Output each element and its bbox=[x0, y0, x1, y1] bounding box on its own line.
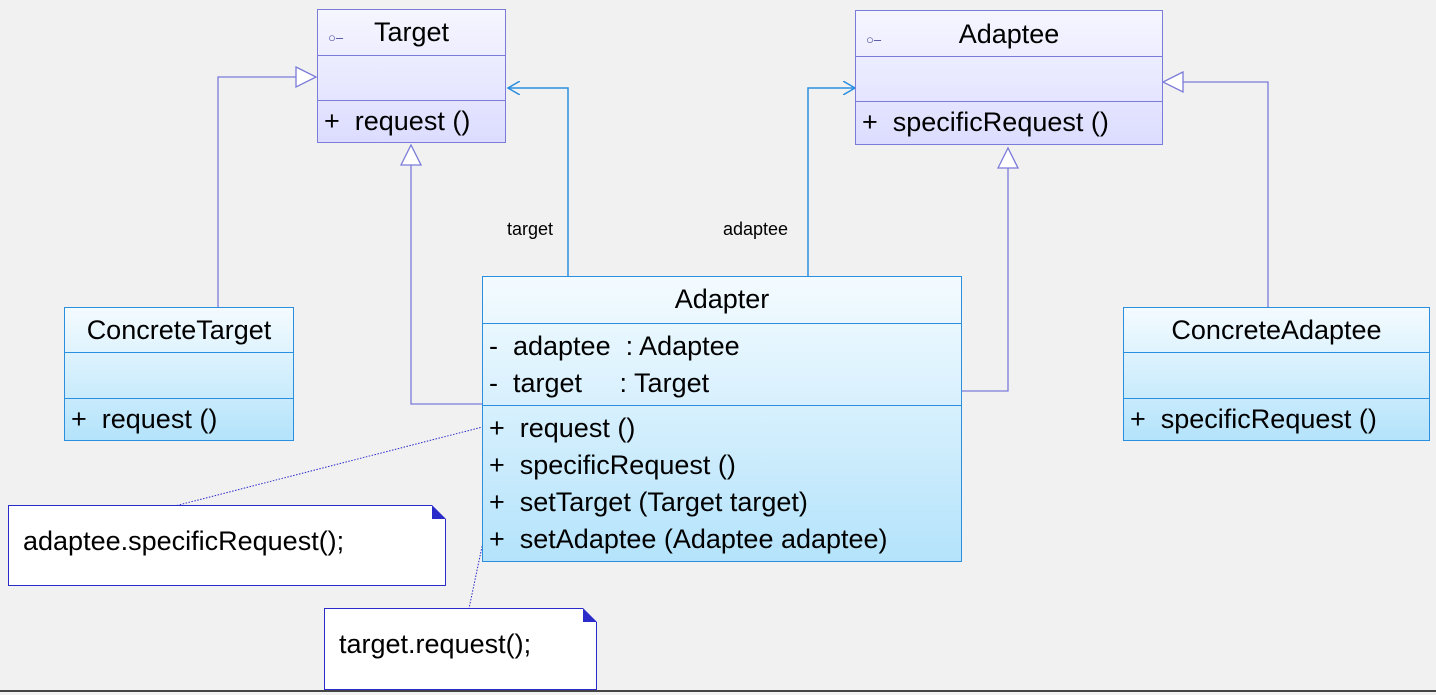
note1-anchor bbox=[162, 422, 499, 510]
association-label-adaptee: adaptee bbox=[723, 219, 789, 239]
class-concreteadaptee-header: ConcreteAdaptee bbox=[1124, 308, 1429, 352]
class-concretetarget-name: ConcreteTarget bbox=[86, 315, 272, 345]
class-adaptee-name: Adaptee bbox=[958, 19, 1060, 49]
class-adapter-operations: + request () + specificRequest () + setT… bbox=[483, 405, 961, 560]
class-adapter-header: Adapter bbox=[483, 277, 961, 323]
interface-icon: ○– bbox=[328, 30, 344, 45]
realization-adapter-adaptee bbox=[962, 168, 1009, 392]
interface-icon: ○– bbox=[866, 32, 882, 47]
class-adaptee-attributes bbox=[856, 56, 1162, 101]
operation: + specificRequest () bbox=[489, 450, 736, 480]
note-fold-icon bbox=[432, 505, 446, 519]
attribute: - target : Target bbox=[489, 368, 710, 398]
class-target[interactable]: ○– Target + request () bbox=[317, 9, 506, 143]
class-adaptee[interactable]: ○– Adaptee + specificRequest () bbox=[855, 10, 1163, 145]
association-label-target: target bbox=[507, 219, 554, 239]
bottom-border bbox=[0, 690, 1436, 692]
note-target-request[interactable]: target.request(); bbox=[324, 608, 597, 690]
class-adapter-attributes: - adaptee : Adaptee - target : Target bbox=[483, 323, 961, 405]
operation: + setAdaptee (Adaptee adaptee) bbox=[489, 524, 888, 554]
class-target-operations: + request () bbox=[318, 100, 505, 142]
class-adaptee-operations: + specificRequest () bbox=[856, 101, 1162, 144]
class-adapter-name: Adapter bbox=[674, 284, 770, 314]
operation: + specificRequest () bbox=[1130, 404, 1377, 434]
realization-head-adapter-adaptee bbox=[996, 146, 1020, 169]
class-concretetarget[interactable]: ConcreteTarget + request () bbox=[64, 307, 294, 441]
class-target-attributes bbox=[318, 55, 505, 100]
attribute: - adaptee : Adaptee bbox=[489, 331, 740, 361]
class-concreteadaptee-operations: + specificRequest () bbox=[1124, 398, 1429, 439]
association-adapter-target bbox=[508, 88, 569, 276]
class-concretetarget-header: ConcreteTarget bbox=[65, 308, 293, 352]
class-adapter[interactable]: Adapter - adaptee : Adaptee - target : T… bbox=[482, 276, 962, 562]
realization-head-concreteadaptee bbox=[1161, 70, 1184, 94]
realization-head-concretetarget bbox=[295, 65, 318, 89]
note-adaptee-specificrequest[interactable]: adaptee.specificRequest(); bbox=[8, 505, 446, 586]
class-concreteadaptee-name: ConcreteAdaptee bbox=[1171, 315, 1382, 345]
operation: + request () bbox=[324, 106, 471, 136]
realization-adapter-target bbox=[410, 165, 483, 405]
realization-concretetarget-target bbox=[217, 76, 296, 307]
note-text: adaptee.specificRequest(); bbox=[23, 526, 345, 556]
operation: + specificRequest () bbox=[862, 107, 1109, 137]
class-concretetarget-attributes bbox=[65, 352, 293, 398]
note-fold-icon bbox=[583, 608, 597, 622]
realization-concreteadaptee-adaptee bbox=[1183, 81, 1269, 307]
class-concreteadaptee-attributes bbox=[1124, 352, 1429, 398]
class-target-header: ○– Target bbox=[318, 10, 505, 55]
note-text: target.request(); bbox=[339, 629, 532, 659]
operation: + setTarget (Target target) bbox=[489, 487, 808, 517]
class-concretetarget-operations: + request () bbox=[65, 398, 293, 439]
realization-head-adapter-target bbox=[399, 143, 423, 166]
class-concreteadaptee[interactable]: ConcreteAdaptee + specificRequest () bbox=[1123, 307, 1430, 441]
class-target-name: Target bbox=[373, 17, 450, 47]
association-adapter-adaptee bbox=[807, 88, 855, 276]
class-adaptee-header: ○– Adaptee bbox=[856, 11, 1162, 56]
operation: + request () bbox=[71, 404, 218, 434]
operation: + request () bbox=[489, 413, 636, 443]
